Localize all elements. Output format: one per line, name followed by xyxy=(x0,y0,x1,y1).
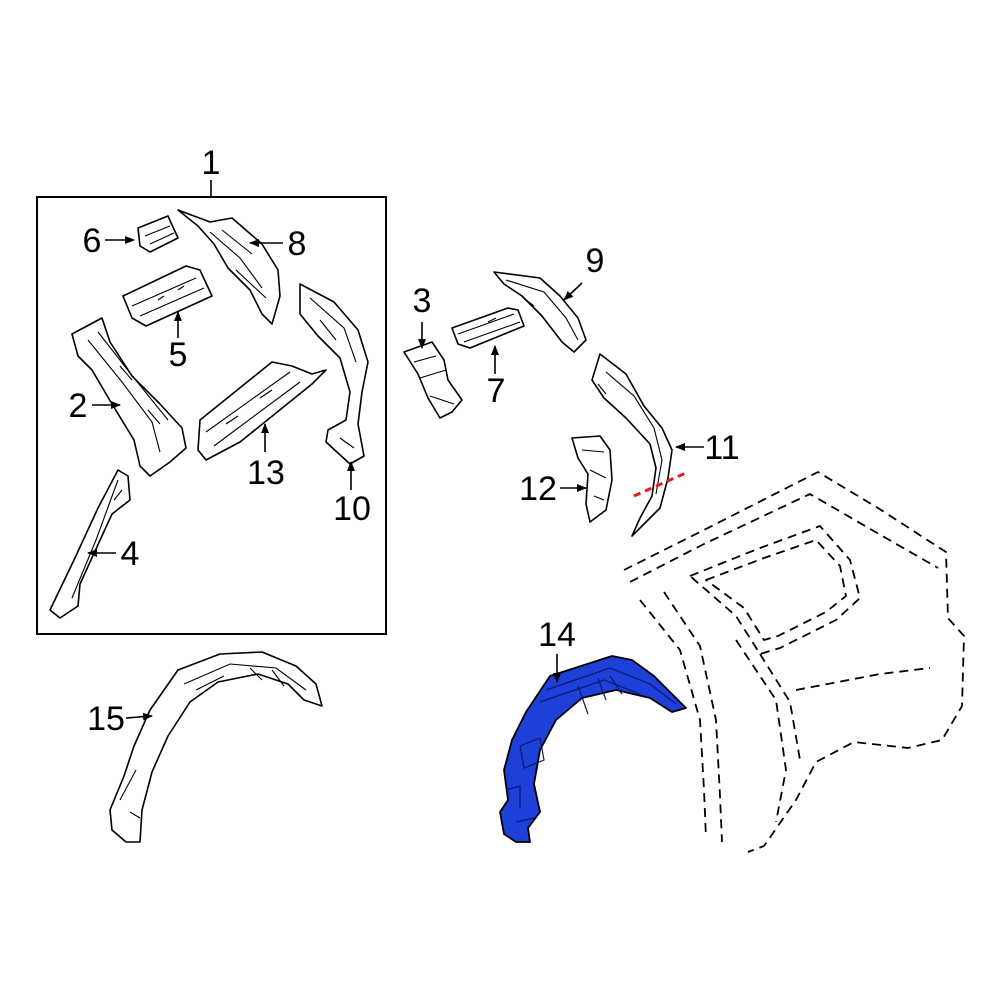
callout-13: 13 xyxy=(247,454,285,492)
callout-2: 2 xyxy=(69,387,88,425)
part-13[interactable] xyxy=(197,361,327,461)
callout-10: 10 xyxy=(333,490,371,528)
part-9[interactable] xyxy=(493,271,587,353)
part-12[interactable] xyxy=(571,435,613,523)
part-5[interactable] xyxy=(122,265,213,327)
callout-3: 3 xyxy=(413,282,432,320)
callout-4: 4 xyxy=(121,535,140,573)
part-7[interactable] xyxy=(451,307,525,349)
callout-8: 8 xyxy=(288,225,307,263)
part-14-highlighted[interactable] xyxy=(499,655,687,843)
callout-15-arrow xyxy=(125,712,153,721)
callout-9: 9 xyxy=(586,242,605,280)
part-3[interactable] xyxy=(403,341,463,419)
part-4[interactable] xyxy=(49,469,131,619)
callout-11: 11 xyxy=(704,429,739,467)
part-6[interactable] xyxy=(137,215,179,253)
callout-15: 15 xyxy=(87,700,125,738)
part-15[interactable] xyxy=(109,651,323,843)
callout-7: 7 xyxy=(487,372,506,410)
callout-1: 1 xyxy=(202,144,221,182)
callout-5: 5 xyxy=(169,336,188,374)
callout-14: 14 xyxy=(538,616,576,654)
part-8[interactable] xyxy=(177,209,281,325)
part-10[interactable] xyxy=(299,283,369,465)
callout-6: 6 xyxy=(83,222,102,260)
vehicle-quarter-panel-outline xyxy=(623,471,965,853)
callout-12: 12 xyxy=(519,470,557,508)
part-2[interactable] xyxy=(71,317,187,477)
part-11[interactable] xyxy=(591,353,673,537)
callout-9-arrow xyxy=(563,282,583,301)
cut-line xyxy=(633,470,689,498)
